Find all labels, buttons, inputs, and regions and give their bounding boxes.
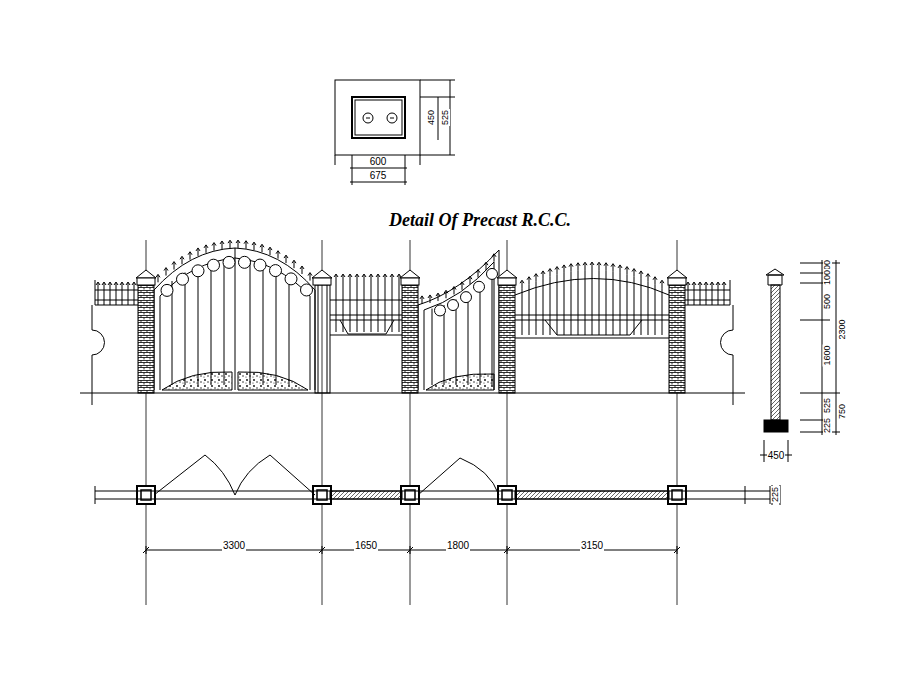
dimension-label: 1600 bbox=[822, 344, 831, 366]
dimension-label: 100 bbox=[823, 269, 832, 286]
dimension-label: 525 bbox=[823, 397, 832, 414]
dimension-label: 525 bbox=[441, 109, 450, 126]
dimension-label: 675 bbox=[369, 171, 388, 181]
dimension-label: 225 bbox=[771, 486, 780, 503]
dimension-label: 225 bbox=[823, 417, 832, 434]
drawing-title: Detail Of Precast R.C.C. bbox=[389, 210, 571, 231]
dimension-label: 1650 bbox=[354, 541, 378, 551]
dimension-label: 450 bbox=[427, 109, 436, 126]
dimension-label: 600 bbox=[369, 157, 388, 167]
dimension-label: 2300 bbox=[837, 318, 846, 340]
dimension-label: 450 bbox=[767, 451, 786, 461]
dimension-label: 3150 bbox=[580, 541, 604, 551]
dimension-label: 500 bbox=[823, 293, 832, 310]
dimension-label: 1800 bbox=[446, 541, 470, 551]
dimension-label: 3300 bbox=[222, 541, 246, 551]
dimension-label: 750 bbox=[838, 403, 847, 420]
